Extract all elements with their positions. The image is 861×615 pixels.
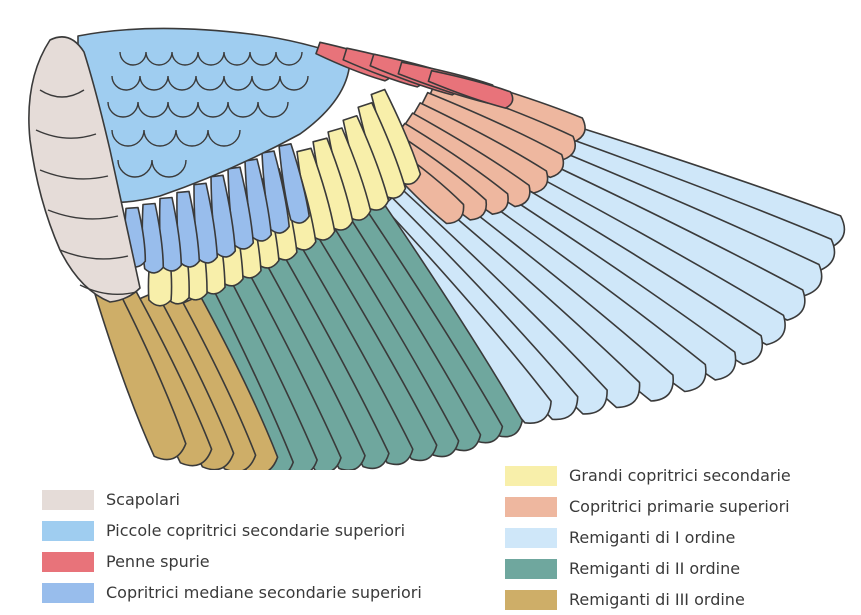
legend-label-piccole-copritrici: Piccole copritrici secondarie superiori (106, 521, 405, 540)
legend-swatch-remiganti-i (505, 528, 557, 548)
legend-item-copritrici-primarie: Copritrici primarie superiori (505, 491, 791, 522)
legend-swatch-remiganti-iii (505, 590, 557, 610)
legend-label-copritrici-mediane: Copritrici mediane secondarie superiori (106, 583, 422, 602)
legend-item-penne-spurie: Penne spurie (42, 546, 422, 577)
wing-diagram (0, 0, 861, 470)
legend-item-remiganti-iii: Remiganti di III ordine (505, 584, 791, 615)
legend-swatch-grandi-copritrici (505, 466, 557, 486)
legend-item-remiganti-ii: Remiganti di II ordine (505, 553, 791, 584)
legend-label-penne-spurie: Penne spurie (106, 552, 210, 571)
legend-item-scapolari: Scapolari (42, 484, 422, 515)
legend-label-remiganti-ii: Remiganti di II ordine (569, 559, 740, 578)
legend-label-remiganti-iii: Remiganti di III ordine (569, 590, 745, 609)
legend-swatch-copritrici-mediane (42, 583, 94, 603)
legend-left-column: Scapolari Piccole copritrici secondarie … (42, 484, 422, 608)
legend-label-copritrici-primarie: Copritrici primarie superiori (569, 497, 790, 516)
legend-item-grandi-copritrici: Grandi copritrici secondarie (505, 460, 791, 491)
legend-label-remiganti-i: Remiganti di I ordine (569, 528, 735, 547)
legend-item-piccole-copritrici: Piccole copritrici secondarie superiori (42, 515, 422, 546)
legend-item-remiganti-i: Remiganti di I ordine (505, 522, 791, 553)
legend-swatch-scapolari (42, 490, 94, 510)
legend-label-scapolari: Scapolari (106, 490, 180, 509)
legend-swatch-remiganti-ii (505, 559, 557, 579)
legend-label-grandi-copritrici: Grandi copritrici secondarie (569, 466, 791, 485)
legend-swatch-piccole-copritrici (42, 521, 94, 541)
legend-item-copritrici-mediane: Copritrici mediane secondarie superiori (42, 577, 422, 608)
legend-swatch-penne-spurie (42, 552, 94, 572)
legend-right-column: Grandi copritrici secondarie Copritrici … (505, 460, 791, 615)
legend-swatch-copritrici-primarie (505, 497, 557, 517)
